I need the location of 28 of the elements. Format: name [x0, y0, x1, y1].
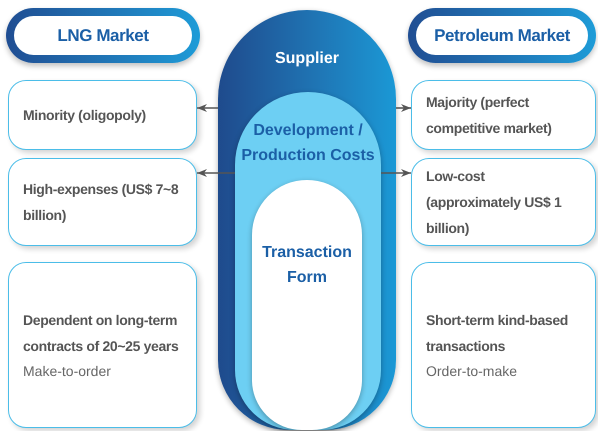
capsule-layer: [218, 10, 396, 430]
capsule-layer: [235, 92, 381, 430]
info-card: [411, 80, 596, 150]
card-note: Order-to-make: [426, 362, 518, 381]
market-pill: [6, 8, 200, 63]
info-card: [8, 158, 197, 246]
info-card: [411, 262, 596, 428]
card-note: Make-to-order: [23, 362, 112, 381]
market-title: LNG Market: [57, 24, 149, 47]
info-card: [8, 80, 197, 150]
info-card: [8, 262, 197, 428]
arrow: [381, 169, 411, 177]
layer-label: Development / Production Costs: [240, 121, 376, 166]
card-text: Majority (perfect competitive market): [426, 93, 553, 138]
layer-label: Transaction Form: [261, 243, 353, 288]
card-text: High-expenses (US$ 7~8 billion): [23, 180, 180, 225]
market-title: Petroleum Market: [434, 24, 570, 47]
arrow: [396, 104, 411, 112]
arrow: [197, 104, 218, 112]
card-text: Minority (oligopoly): [23, 106, 147, 125]
layer-label: Supplier: [274, 49, 340, 69]
market-pill: [408, 8, 596, 63]
info-card: [411, 158, 596, 246]
card-text: Short-term kind-based transactions: [426, 311, 570, 356]
capsule-layer: [252, 180, 362, 430]
card-text: Low-cost (approximately US$ 1 billion): [426, 167, 562, 238]
card-text: Dependent on long-term contracts of 20~25 years: [23, 311, 180, 356]
arrow: [197, 169, 235, 177]
